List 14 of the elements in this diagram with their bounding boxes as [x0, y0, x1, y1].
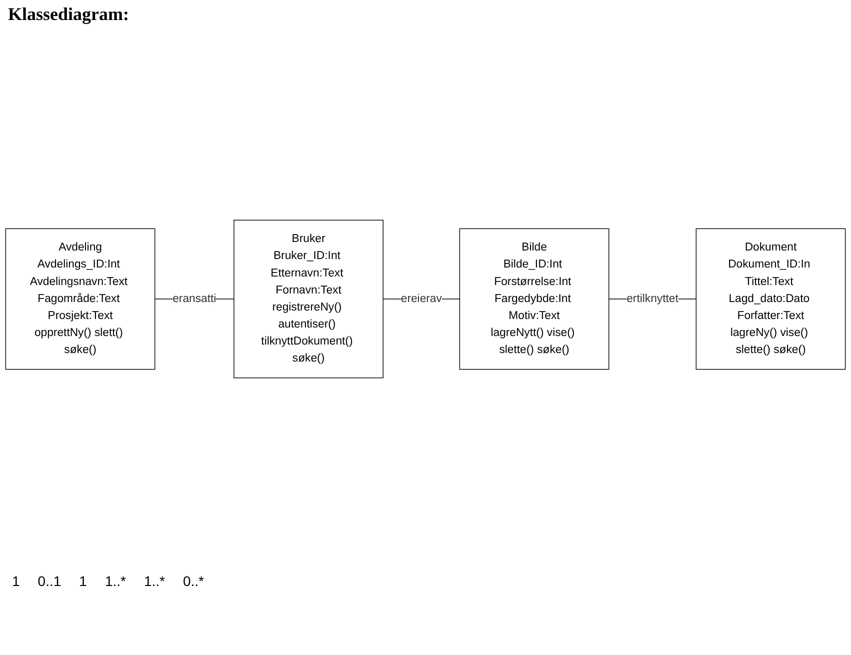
node-box: Dokument Dokument_ID:In Tittel:Text Lagd_dato:Dato Forfatter:Text lagreNy() vise() slette() søke() [696, 228, 846, 370]
multiplicity-label: 1..* [104, 573, 126, 589]
multiplicity-label: 1 [12, 573, 20, 589]
edge-label: ereierav [400, 292, 442, 305]
node-box: Avdeling Avdelings_ID:Int Avdelingsnavn:Text Fagområde:Text Prosjekt:Text opprettNy() slett() søke() [5, 228, 156, 370]
edge-label: ertilknyttet [626, 292, 678, 305]
node-box: Bilde Bilde_ID:Int Forstørrelse:Int Fargedybde:Int Motiv:Text lagreNytt() vise() slette() søke() [459, 228, 610, 370]
multiplicity-label: 1..* [144, 573, 165, 589]
diagram-title: Klassediagram: [8, 4, 130, 25]
edge-label: eransatti [172, 292, 216, 305]
multiplicity-label: 0..1 [38, 573, 62, 589]
multiplicity-label: 0..* [182, 573, 204, 589]
multiplicity-label: 1 [79, 573, 87, 589]
node-box: Bruker Bruker_ID:Int Etternavn:Text Fornavn:Text registrereNy() autentiser() tilknyttDokument() søke() [234, 220, 384, 378]
